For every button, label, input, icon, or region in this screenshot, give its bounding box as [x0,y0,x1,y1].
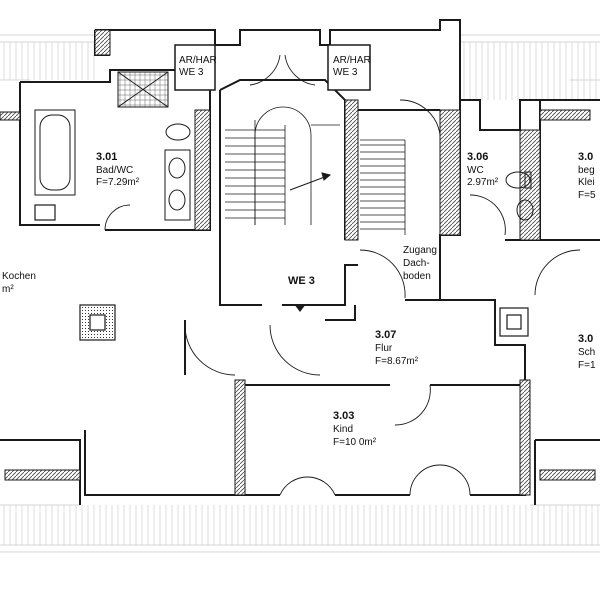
room-number-flur: 3.07 [375,329,397,341]
room-area-kochen: m² [2,284,14,295]
doors [104,54,581,496]
attic-access-line3: boden [403,271,431,282]
shafts [174,44,371,91]
walls [0,19,600,505]
shaft-label-left-1: AR/HAR [179,55,217,66]
roof-top-ticks [3,42,597,100]
shaft-label-right-2: WE 3 [333,67,358,78]
bathtub [34,109,76,196]
roof-bottom-ticks [3,505,599,545]
shaft-label-right-1: AR/HAR [333,55,371,66]
washbasins [164,123,191,221]
room-area-right-mid: F=1 [578,360,596,371]
shower [117,71,169,108]
wall-fills [94,29,541,496]
room-name2-right-top: Klei [578,177,595,188]
room-name-flur: Flur [375,343,393,354]
attic-access-line2: Dach- [403,258,430,269]
room-number-right-mid: 3.0 [578,333,594,345]
shaft-label-left-2: WE 3 [179,67,204,78]
roof-top [0,34,600,81]
attic-access-line1: Zugang [403,245,437,256]
room-area-wc: 2.97m² [467,177,499,188]
room-name-bad: Bad/WC [96,165,134,176]
room-name-right-mid: Sch [578,347,596,358]
room-number-right-top: 3.0 [578,151,594,163]
room-area-kind: F=10 0m² [333,437,377,448]
staircase-main [225,106,340,225]
room-name-right-top: beg [578,165,595,176]
room-number-wc: 3.06 [467,151,489,163]
entrance-label: WE 3 [288,275,315,287]
room-area-bad: F=7.29m² [96,177,140,188]
room-name-wc: WC [467,165,484,176]
staircase-attic [360,139,406,235]
roof-bottom [0,504,600,553]
room-number-kind: 3.03 [333,410,355,422]
room-name-kochen: Kochen [2,271,36,282]
stair-arrow [289,172,332,191]
room-area-right-top: F=5 [578,190,596,201]
room-area-flur: F=8.67m² [375,356,419,367]
entrance-marker [294,304,306,312]
room-name-kind: Kind [333,424,354,435]
columns [34,204,529,341]
room-number-bad: 3.01 [96,151,118,163]
dormers [0,109,596,481]
wc-fixtures [505,171,534,221]
